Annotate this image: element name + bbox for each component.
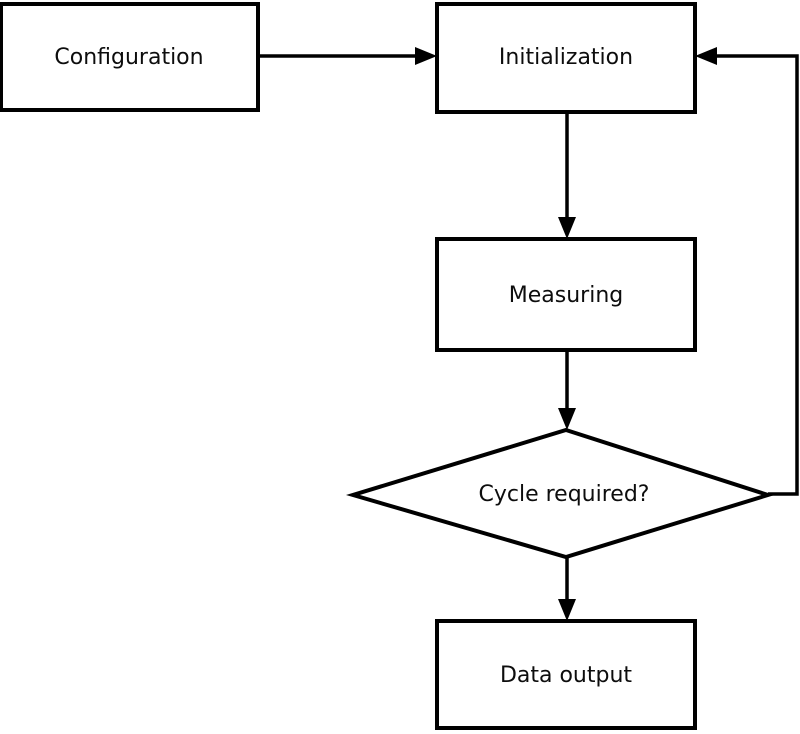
node-measuring-box[interactable] (435, 237, 697, 352)
edge-cycle-required-to-data-output (558, 557, 576, 621)
arrow-head-icon (558, 599, 576, 621)
arrow-head-icon (695, 47, 717, 65)
node-initialization[interactable]: Initialization (435, 2, 697, 114)
node-initialization-label: Initialization (499, 45, 633, 70)
edge-initialization-to-measuring (558, 112, 576, 239)
node-cycle-required-label: Cycle required? (479, 482, 650, 507)
node-data-output[interactable]: Data output (435, 619, 697, 730)
node-cycle-required[interactable]: Cycle required? (345, 427, 775, 560)
node-measuring-label: Measuring (509, 283, 623, 308)
node-configuration[interactable]: Configuration (0, 2, 260, 112)
arrow-head-icon (558, 408, 576, 430)
node-data-output-box[interactable] (435, 619, 697, 730)
node-measuring[interactable]: Measuring (435, 237, 697, 352)
edge-measuring-to-cycle-required (558, 350, 576, 430)
arrow-head-icon (558, 217, 576, 239)
node-cycle-required-diamond[interactable] (345, 427, 775, 560)
node-initialization-box[interactable] (435, 2, 697, 114)
edge-cycle-required-to-initialization-feedback (695, 47, 799, 496)
node-configuration-label: Configuration (54, 45, 203, 70)
node-configuration-box[interactable] (0, 2, 260, 112)
arrow-head-icon (415, 47, 437, 65)
edge-line (708, 54, 799, 496)
node-data-output-label: Data output (500, 663, 632, 688)
edge-configuration-to-initialization (258, 47, 437, 65)
